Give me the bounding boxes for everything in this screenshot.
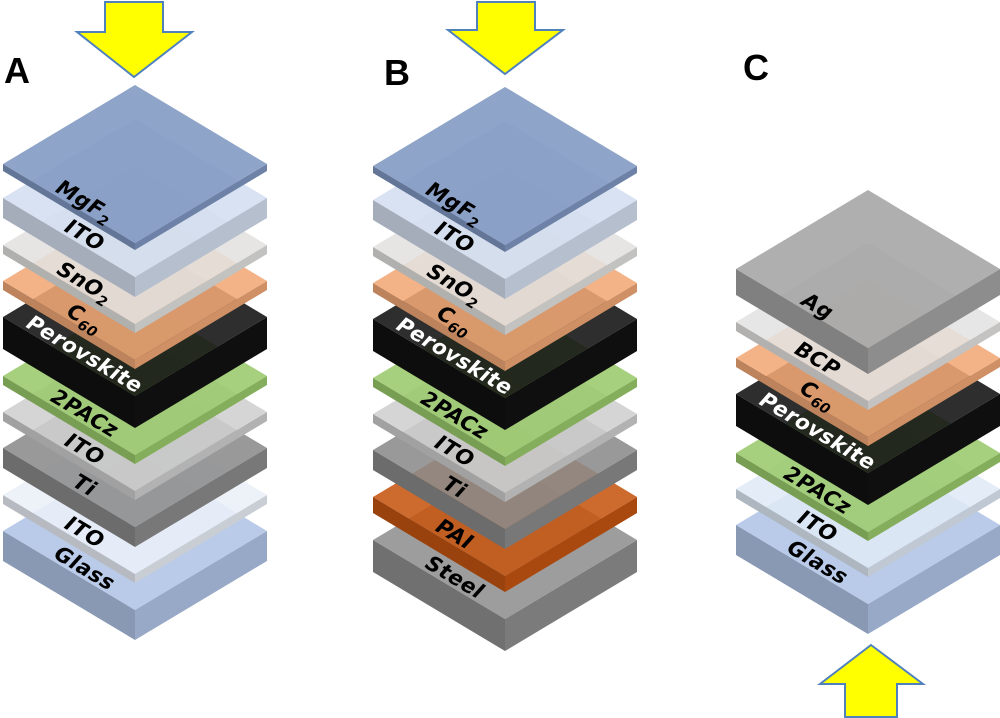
layer-mgf2-right-face	[135, 164, 267, 250]
layer-c60-right-face	[135, 281, 267, 369]
layer-c60-left-face	[736, 358, 868, 446]
layer-c60-left-face	[373, 283, 505, 371]
layer-2pacz-left-face	[373, 378, 505, 466]
layer-ti-left-face	[373, 450, 505, 549]
layer-ti-left-face	[3, 448, 135, 547]
layer-ito-right-face	[135, 412, 267, 500]
layer-pai-right-face	[505, 497, 637, 592]
layer-ito-left-face	[736, 489, 868, 577]
layer-glass-right-face	[868, 525, 1000, 634]
layer-steel-right-face	[505, 540, 637, 651]
layer-ito-right-face	[868, 489, 1000, 577]
layer-glass-left-face	[3, 531, 135, 640]
layer-mgf2-top-face	[3, 85, 267, 243]
layer-ito-left-face	[3, 495, 135, 583]
panel-letter-b: B	[384, 52, 410, 93]
layer-perovskite-right-face	[505, 319, 637, 430]
layer-ito-left-face	[373, 200, 505, 299]
up-arrow-icon	[817, 643, 926, 718]
layer-ito-left-face	[3, 412, 135, 500]
stack-b: MgF2ITOSnO2C60Perovskite2PACzITOTiPAISte…	[373, 87, 637, 651]
layer-perovskite-right-face	[135, 317, 267, 428]
layer-c60-right-face	[868, 358, 1000, 446]
layer-sno2-left-face	[373, 247, 505, 335]
layer-2pacz-right-face	[505, 378, 637, 466]
layer-ti-right-face	[135, 448, 267, 547]
layer-bcp-right-face	[868, 322, 1000, 410]
layer-c60-left-face	[3, 281, 135, 369]
layer-mgf2-right-face	[505, 166, 637, 252]
layer-2pacz-right-face	[135, 376, 267, 464]
down-arrow-icon	[445, 1, 566, 76]
layer-sno2-right-face	[505, 247, 637, 335]
panel-letter-a: A	[4, 50, 30, 91]
layer-ito-right-face	[135, 198, 267, 297]
layer-c60-right-face	[505, 283, 637, 371]
layer-ito-left-face	[3, 198, 135, 297]
layer-perovskite-right-face	[868, 394, 1000, 505]
layer-perovskite-left-face	[3, 317, 135, 428]
layer-ito-right-face	[505, 200, 637, 299]
layer-ag-right-face	[868, 269, 1000, 374]
stack-a: MgF2ITOSnO2C60Perovskite2PACzITOTiITOGla…	[3, 85, 267, 640]
layer-ag-top-face	[736, 190, 1000, 348]
layer-2pacz-left-face	[3, 376, 135, 464]
layer-2pacz-right-face	[868, 453, 1000, 541]
layer-perovskite-left-face	[373, 319, 505, 430]
panel-letter-c: C	[743, 47, 769, 88]
layer-mgf2-top-face	[373, 87, 637, 245]
layer-bcp-left-face	[736, 322, 868, 410]
layer-sno2-right-face	[135, 245, 267, 333]
layer-ag-left-face	[736, 269, 868, 374]
layer-pai-left-face	[373, 497, 505, 592]
layer-mgf2-left-face	[3, 164, 135, 250]
layer-ito-right-face	[505, 414, 637, 502]
layer-ti-right-face	[505, 450, 637, 549]
layer-ito-right-face	[135, 495, 267, 583]
layer-2pacz-left-face	[736, 453, 868, 541]
layer-glass-left-face	[736, 525, 868, 634]
layer-ito-left-face	[373, 414, 505, 502]
layer-steel-left-face	[373, 540, 505, 651]
layer-sno2-left-face	[3, 245, 135, 333]
layer-perovskite-left-face	[736, 394, 868, 505]
layer-mgf2-left-face	[373, 166, 505, 252]
layer-glass-right-face	[135, 531, 267, 640]
down-arrow-icon	[74, 1, 195, 79]
